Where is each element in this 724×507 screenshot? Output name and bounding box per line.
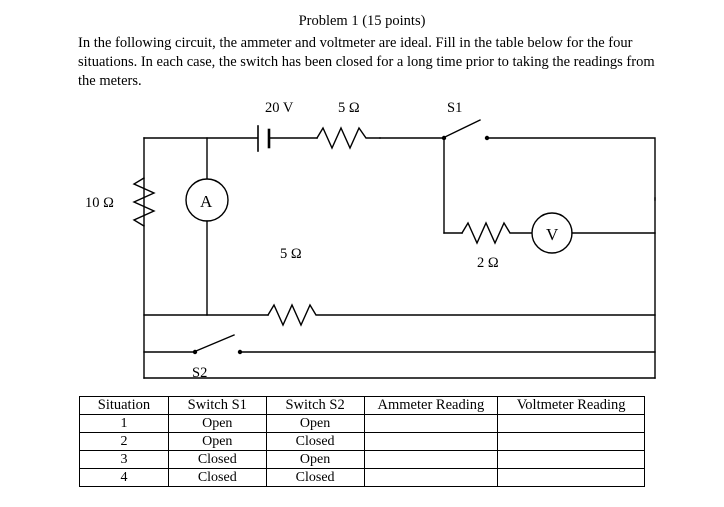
column-header-switch-s2: Switch S2 [265, 396, 365, 415]
cell-switch-s1: Open [167, 432, 267, 451]
cell-situation: 4 [79, 468, 169, 487]
column-header-switch-s1: Switch S1 [167, 396, 267, 415]
switch-s2-label: S2 [192, 365, 207, 380]
column-header-voltmeter-reading: Voltmeter Reading [497, 396, 645, 415]
cell-ammeter-reading[interactable] [363, 468, 499, 487]
resistor-top-label: 5 Ω [338, 100, 360, 116]
resistor-middle-5ohm [267, 303, 656, 327]
resistor-2ohm-label: 2 Ω [477, 255, 499, 271]
cell-switch-s2: Open [265, 450, 365, 469]
cell-situation: 2 [79, 432, 169, 451]
resistor-top-5ohm [316, 126, 381, 150]
circuit-diagram: 20 V 5 Ω S1 2 Ω V A 10 Ω 5 Ω S2 [0, 90, 724, 380]
cell-situation: 3 [79, 450, 169, 469]
resistor-middle-label: 5 Ω [280, 246, 302, 262]
cell-voltmeter-reading[interactable] [497, 414, 645, 433]
results-table-container: Situation Switch S1 Switch S2 Ammeter Re… [79, 396, 645, 487]
cell-voltmeter-reading[interactable] [497, 432, 645, 451]
cell-voltmeter-reading[interactable] [497, 468, 645, 487]
switch-s1-blade [444, 119, 481, 138]
cell-switch-s2: Closed [265, 468, 365, 487]
cell-switch-s1: Closed [167, 468, 267, 487]
battery-label: 20 V [265, 100, 294, 116]
page-title: Problem 1 (15 points) [298, 13, 426, 29]
resistor-2ohm [461, 221, 532, 245]
cell-voltmeter-reading[interactable] [497, 450, 645, 469]
cell-ammeter-reading[interactable] [363, 414, 499, 433]
table-row: 2 Open Closed [79, 432, 645, 451]
switch-s2-blade [195, 334, 235, 352]
wire-s1-to-right [486, 137, 656, 201]
problem-statement: In the following circuit, the ammeter an… [78, 35, 655, 89]
resistor-10ohm [132, 177, 156, 227]
cell-switch-s1: Closed [167, 450, 267, 469]
cell-ammeter-reading[interactable] [363, 432, 499, 451]
table-row: 1 Open Open [79, 414, 645, 433]
voltmeter-label: V [546, 225, 559, 244]
table-row: 3 Closed Open [79, 450, 645, 469]
column-header-situation: Situation [79, 396, 169, 415]
column-header-ammeter-reading: Ammeter Reading [363, 396, 499, 415]
cell-ammeter-reading[interactable] [363, 450, 499, 469]
results-table: Situation Switch S1 Switch S2 Ammeter Re… [79, 396, 645, 487]
resistor-10ohm-label: 10 Ω [85, 195, 114, 211]
table-header-row: Situation Switch S1 Switch S2 Ammeter Re… [79, 396, 645, 415]
cell-situation: 1 [79, 414, 169, 433]
cell-switch-s2: Open [265, 414, 365, 433]
ammeter-label: A [200, 192, 213, 211]
cell-switch-s2: Closed [265, 432, 365, 451]
switch-s1-label: S1 [447, 100, 462, 116]
cell-switch-s1: Open [167, 414, 267, 433]
table-row: 4 Closed Closed [79, 468, 645, 487]
